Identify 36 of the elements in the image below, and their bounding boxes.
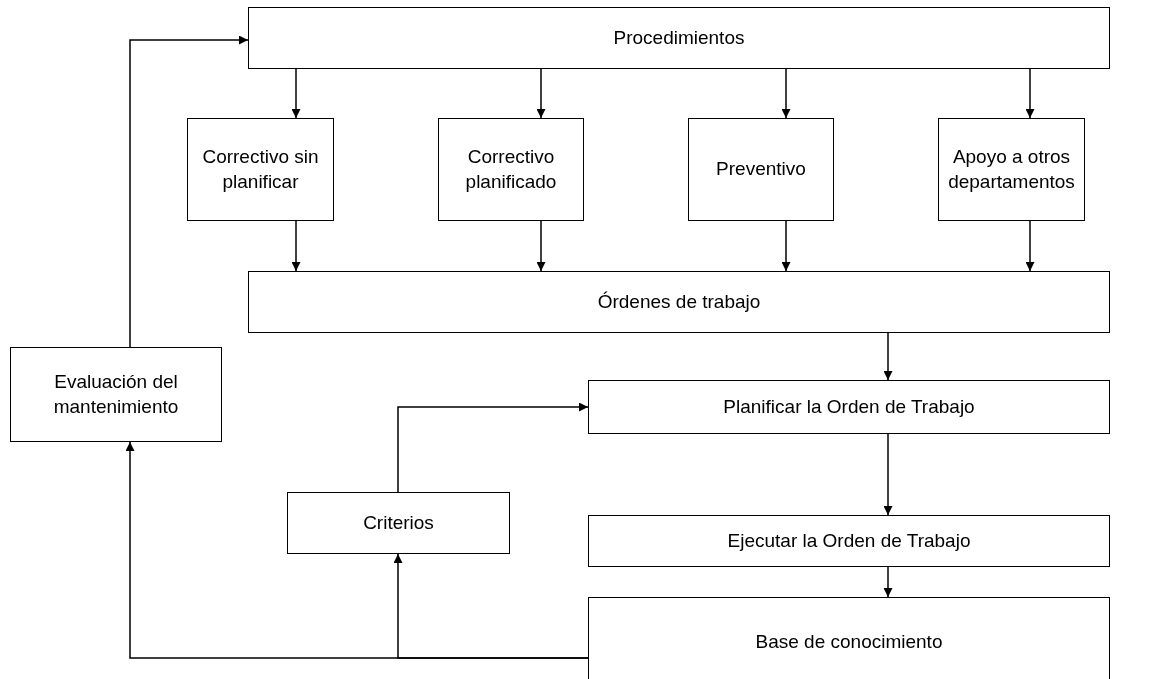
arrow	[536, 220, 546, 272]
arrow	[883, 566, 893, 598]
process-box	[588, 380, 1110, 434]
process-box	[287, 492, 510, 554]
arrow	[883, 433, 893, 516]
arrow	[781, 68, 791, 119]
process-box	[438, 118, 584, 221]
arrow	[883, 332, 893, 381]
arrow	[291, 68, 301, 119]
arrow	[129, 35, 249, 348]
node-label: Preventivo	[716, 157, 806, 182]
process-box	[588, 597, 1110, 679]
process-box	[688, 118, 834, 221]
node-label: Apoyo a otros departamentos	[947, 144, 1076, 194]
arrow	[781, 220, 791, 272]
arrow	[125, 441, 589, 659]
node-label: Correctivo planificado	[464, 144, 558, 194]
arrow	[1025, 68, 1035, 119]
process-box	[248, 271, 1110, 333]
process-box	[10, 347, 222, 442]
process-box	[187, 118, 334, 221]
node-label: Evaluación del mantenimiento	[52, 369, 180, 419]
process-box	[588, 515, 1110, 567]
arrow	[536, 68, 546, 119]
arrow	[1025, 220, 1035, 272]
node-label: Correctivo sin planificar	[201, 144, 320, 194]
node-label: Órdenes de trabajo	[597, 289, 761, 314]
header-box	[248, 7, 1110, 69]
node-label: Base de conocimiento	[755, 630, 943, 655]
arrow	[397, 402, 589, 493]
node-label: Criterios	[363, 510, 434, 535]
node-label: Procedimientos	[613, 25, 745, 50]
arrow	[291, 220, 301, 272]
node-label: Planificar la Orden de Trabajo	[723, 394, 975, 419]
node-label: Ejecutar la Orden de Trabajo	[727, 528, 971, 553]
process-box	[938, 118, 1085, 221]
